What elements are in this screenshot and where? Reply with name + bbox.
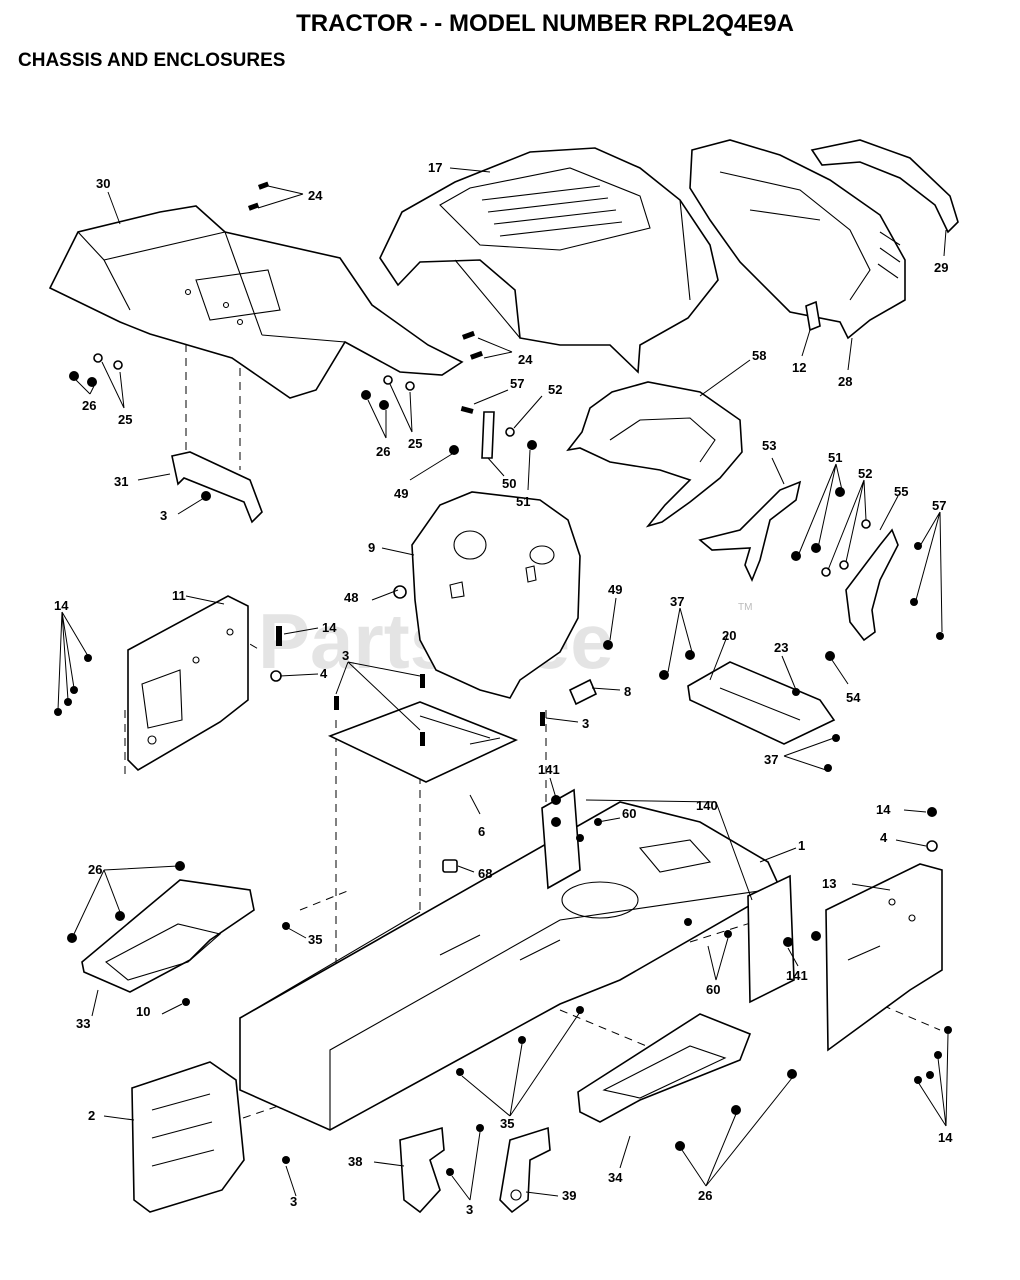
callout-3: 3 (290, 1194, 297, 1209)
callout-49: 49 (394, 486, 408, 501)
callout-37: 37 (670, 594, 684, 609)
part-12-clip (805, 300, 821, 332)
callout-35: 35 (308, 932, 322, 947)
part-55-bracket (845, 528, 899, 642)
callout-3: 3 (342, 648, 349, 663)
part-38-bracket (399, 1126, 445, 1214)
callout-24: 24 (308, 188, 323, 203)
callout-51: 51 (828, 450, 842, 465)
part-17-hood (379, 147, 719, 374)
callout-17: 17 (428, 160, 442, 175)
callout-4: 4 (880, 830, 888, 845)
callout-6: 6 (478, 824, 485, 839)
part-58-heat-shield (566, 381, 743, 528)
part-9-dash-panel (411, 491, 581, 699)
callout-labels: 24 30 17 29 12 28 24 25 26 25 26 57 52 5… (54, 160, 953, 1217)
callout-23: 23 (774, 640, 788, 655)
callout-24: 24 (518, 352, 533, 367)
part-140-side-panel (541, 788, 795, 1004)
callout-52: 52 (548, 382, 562, 397)
watermark-trademark: TM (738, 602, 752, 613)
callout-60: 60 (622, 806, 636, 821)
callout-10: 10 (136, 1004, 150, 1019)
callout-53: 53 (762, 438, 776, 453)
leader-lines (57, 167, 949, 1201)
callout-50: 50 (502, 476, 516, 491)
callout-20: 20 (722, 628, 736, 643)
part-8-clip (568, 678, 598, 706)
page-title: TRACTOR - - MODEL NUMBER RPL2Q4E9A (296, 10, 794, 37)
part-1-main-frame (239, 801, 782, 1131)
bolt (258, 181, 270, 190)
callout-12: 12 (792, 360, 806, 375)
callout-4: 4 (320, 666, 328, 681)
callout-38: 38 (348, 1154, 362, 1169)
part-28-grille-housing (689, 139, 906, 340)
part-30-rear-fender (48, 205, 464, 399)
callout-28: 28 (838, 374, 852, 389)
part-13-support-plate (825, 863, 943, 1052)
bolt (248, 202, 260, 211)
part-68-grommet (442, 859, 458, 873)
callout-3: 3 (160, 508, 167, 523)
part-29-grille-trim (810, 139, 959, 234)
callout-54: 54 (846, 690, 861, 705)
callout-25: 25 (408, 436, 422, 451)
part-39-bracket (499, 1126, 551, 1214)
part-11-support-plate (127, 595, 249, 772)
callout-48: 48 (344, 590, 358, 605)
callout-51: 51 (516, 494, 530, 509)
callout-9: 9 (368, 540, 375, 555)
callout-2: 2 (88, 1108, 95, 1123)
callout-52: 52 (858, 466, 872, 481)
callout-37: 37 (764, 752, 778, 767)
callout-34: 34 (608, 1170, 623, 1185)
part-20-bracket-plate (687, 661, 836, 745)
callout-57: 57 (510, 376, 524, 391)
callout-31: 31 (114, 474, 128, 489)
part-34-footrest (577, 1013, 752, 1123)
callout-3: 3 (582, 716, 589, 731)
part-2-front-plate (131, 1061, 245, 1213)
callout-8: 8 (624, 684, 631, 699)
callout-30: 30 (96, 176, 110, 191)
part-33-footrest (81, 879, 255, 993)
callout-58: 58 (752, 348, 766, 363)
callout-26: 26 (82, 398, 96, 413)
part-50-strap (481, 411, 495, 459)
callout-60: 60 (706, 982, 720, 997)
callout-3: 3 (466, 1202, 473, 1217)
callout-33: 33 (76, 1016, 90, 1031)
callout-55: 55 (894, 484, 908, 499)
callout-14: 14 (54, 598, 69, 613)
callout-26: 26 (88, 862, 102, 877)
callout-14: 14 (876, 802, 891, 817)
part-53-bracket (698, 480, 802, 583)
callout-141: 141 (786, 968, 808, 983)
callout-26: 26 (698, 1188, 712, 1203)
callout-11: 11 (172, 588, 186, 603)
callout-49: 49 (608, 582, 622, 597)
callout-13: 13 (822, 876, 836, 891)
callout-39: 39 (562, 1188, 576, 1203)
callout-26: 26 (376, 444, 390, 459)
callout-68: 68 (478, 866, 492, 881)
callout-14: 14 (322, 620, 337, 635)
callout-141: 141 (538, 762, 560, 777)
callout-1: 1 (798, 838, 805, 853)
callout-29: 29 (934, 260, 948, 275)
callout-14: 14 (938, 1130, 953, 1145)
callout-25: 25 (118, 412, 132, 427)
callout-140: 140 (696, 798, 718, 813)
part-31-bracket (171, 451, 263, 524)
callout-35: 35 (500, 1116, 514, 1131)
callout-57: 57 (932, 498, 946, 513)
section-title: CHASSIS AND ENCLOSURES (18, 50, 286, 71)
